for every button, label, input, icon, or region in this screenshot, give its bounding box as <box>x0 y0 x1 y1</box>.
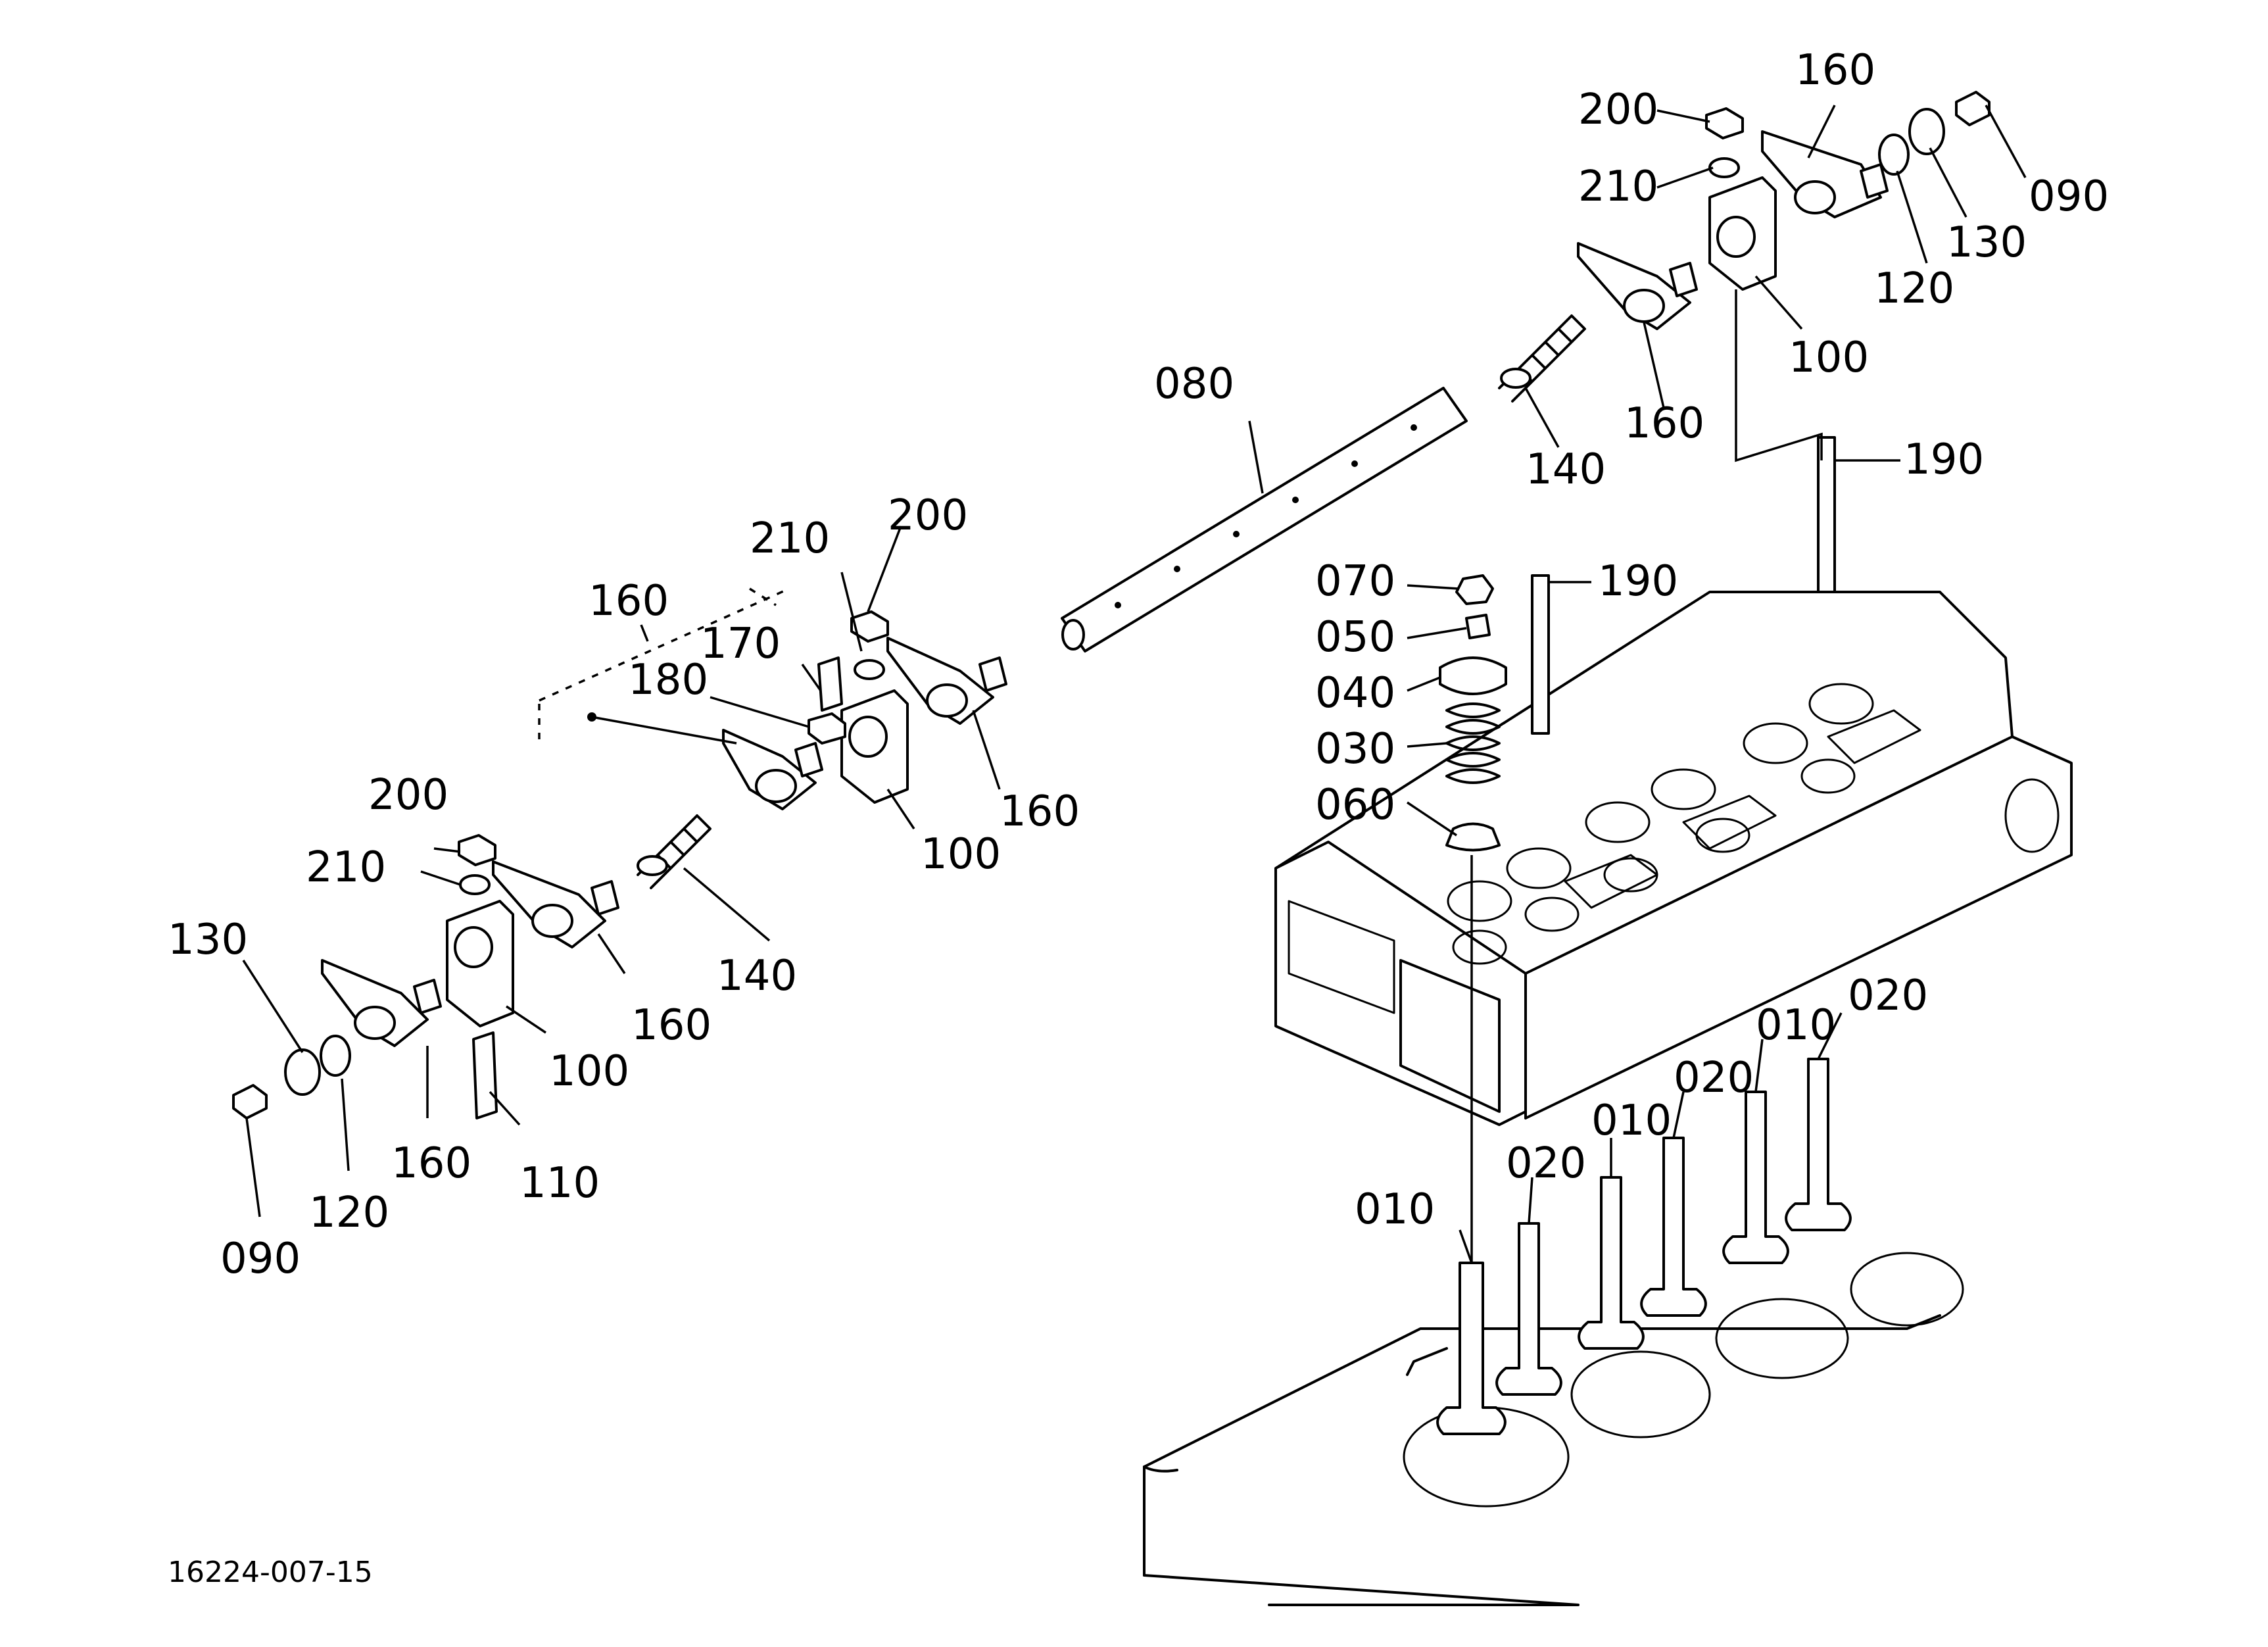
stud-bolts <box>1531 436 1836 735</box>
rocker-arm-top <box>1761 130 1889 218</box>
callout-010: 010 <box>1591 1096 1672 1145</box>
callout-050: 050 <box>1315 613 1395 662</box>
rocker-arm-mid-2 <box>722 729 823 810</box>
callout-130: 130 <box>168 916 248 964</box>
callout-070: 070 <box>1315 557 1395 606</box>
callout-210: 210 <box>1578 162 1658 211</box>
callout-160: 160 <box>589 577 669 626</box>
nut-washer-mid <box>850 610 889 680</box>
callout-020: 020 <box>1506 1139 1586 1188</box>
callout-160: 160 <box>1795 46 1875 95</box>
bolt-washers-right <box>1878 91 1991 176</box>
callout-120: 120 <box>1874 264 1954 313</box>
callout-030: 030 <box>1315 725 1395 774</box>
callout-140: 140 <box>1526 445 1606 494</box>
callout-140: 140 <box>717 952 797 1000</box>
callout-200: 200 <box>1578 86 1658 134</box>
callout-180: 180 <box>628 656 708 704</box>
callout-200: 200 <box>368 771 448 820</box>
callout-190: 190 <box>1598 557 1678 606</box>
callout-190: 190 <box>1904 435 1984 484</box>
callout-130: 130 <box>1946 218 2027 267</box>
callout-060: 060 <box>1315 781 1395 829</box>
callout-020: 020 <box>1674 1054 1754 1102</box>
valve-spring-stack <box>1439 574 1507 852</box>
callout-160: 160 <box>391 1139 471 1188</box>
callout-100: 100 <box>549 1047 629 1096</box>
drawing-number: 16224-007-15 <box>168 1556 373 1589</box>
leader-lines <box>242 105 2027 1264</box>
callout-100: 100 <box>921 830 1001 879</box>
callout-210: 210 <box>750 514 830 563</box>
callout-090: 090 <box>220 1235 301 1283</box>
callout-110: 110 <box>519 1159 600 1208</box>
callout-010: 010 <box>1355 1185 1435 1234</box>
rocker-shaft <box>1061 387 1468 652</box>
rocker-arm-left <box>321 959 442 1047</box>
callout-120: 120 <box>309 1189 389 1237</box>
cylinder-head <box>1274 591 2073 1126</box>
cylinder-block <box>1143 1252 1964 1606</box>
callout-080: 080 <box>1154 360 1234 408</box>
rocker-bracket-left <box>446 900 514 1027</box>
callout-040: 040 <box>1315 669 1395 718</box>
push-rod <box>472 1031 498 1119</box>
rocker-bracket-right <box>1708 176 1777 291</box>
rocker-arm-left-mid <box>492 860 619 948</box>
valves <box>1436 1058 1852 1435</box>
callout-170: 170 <box>700 620 781 668</box>
callout-160: 160 <box>631 1001 712 1050</box>
bolt-washers-left <box>232 1035 351 1119</box>
nut-washer-left <box>458 834 496 895</box>
callout-010: 010 <box>1756 1001 1836 1050</box>
callout-160: 160 <box>1624 399 1704 448</box>
callout-090: 090 <box>2029 172 2109 221</box>
rocker-arm-mid <box>886 637 1007 725</box>
callout-labels: 200 160 210 090 130 120 100 080 160 140 … <box>168 46 2109 1589</box>
callout-020: 020 <box>1848 971 1928 1020</box>
callout-100: 100 <box>1789 333 1869 382</box>
nut-washer-top <box>1705 107 1744 178</box>
callout-200: 200 <box>888 491 968 540</box>
adjusting-screw <box>808 656 846 745</box>
rocker-arm-upper <box>1577 242 1698 330</box>
callout-160: 160 <box>1000 787 1080 836</box>
spring-140-upper <box>1498 314 1586 403</box>
spring-140-left <box>637 814 712 889</box>
rocker-bracket-mid <box>840 689 909 804</box>
callout-210: 210 <box>306 843 386 892</box>
